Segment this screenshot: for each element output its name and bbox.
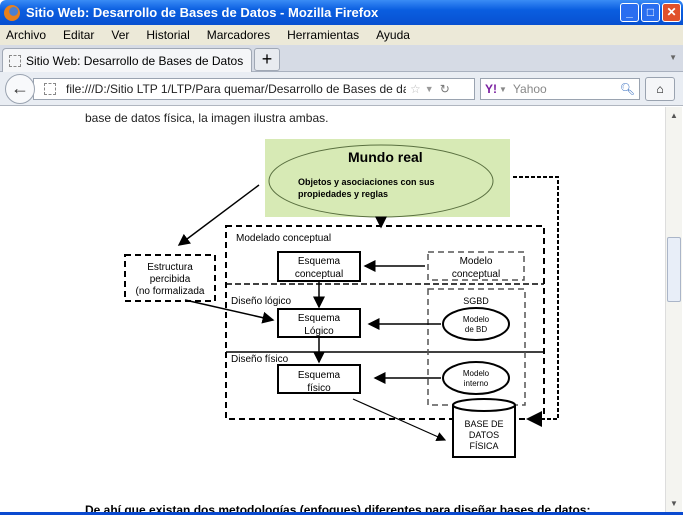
search-placeholder: Yahoo [512,82,547,96]
maximize-button[interactable]: □ [641,3,660,22]
mundo-real-label: Mundo real [348,149,423,165]
firefox-logo-icon [4,4,20,21]
diseno-logico-label: Diseño lógico [231,296,291,307]
tab-bar: Sitio Web: Desarrollo de Bases de Datos … [0,45,683,73]
design-process-box [225,225,545,420]
page-content: base de datos física, la imagen ilustra … [0,107,665,512]
menu-archivo[interactable]: Archivo [6,28,47,42]
esquema-fisico-box [277,364,361,394]
mundo-real-background [265,139,510,217]
back-button[interactable]: ← [5,74,35,104]
scroll-down-icon[interactable]: ▼ [670,499,678,508]
search-box[interactable]: Y!▼ Yahoo 🔍︎ [480,78,640,100]
menu-ayuda[interactable]: Ayuda [376,28,410,42]
objetos-line2: propiedades y reglas [298,189,388,199]
base-datos-cylinder [452,405,516,458]
url-bar[interactable]: file:///D:/Sitio LTP 1/LTP/Para quemar/D… [33,78,475,100]
objetos-line1: Objetos y asociaciones con sus [298,177,435,187]
search-magnifier-icon[interactable]: 🔍︎ [619,82,635,96]
menu-herramientas[interactable]: Herramientas [287,28,360,42]
title-bar: Sitio Web: Desarrollo de Bases de Datos … [0,0,683,25]
page-favicon-icon [9,55,21,67]
modelo-interno-ellipse [442,361,510,395]
yahoo-engine-icon[interactable]: Y! [485,82,497,96]
esquema-conceptual-box [277,251,361,282]
site-identity-icon[interactable] [44,83,56,95]
intro-text: base de datos física, la imagen ilustra … [85,111,329,125]
scroll-up-icon[interactable]: ▲ [670,111,678,120]
url-text: file:///D:/Sitio LTP 1/LTP/Para quemar/D… [66,82,406,96]
modelado-conceptual-label: Modelado conceptual [236,233,331,244]
close-button[interactable]: ✕ [662,3,681,22]
arrow-to-estructura [177,184,260,246]
window-title: Sitio Web: Desarrollo de Bases de Datos … [26,5,379,20]
navigation-bar: file:///D:/Sitio LTP 1/LTP/Para quemar/D… [0,72,683,106]
menu-bar: Archivo Editar Ver Historial Marcadores … [0,25,683,45]
engine-dropdown-icon[interactable]: ▼ [499,84,507,94]
sgbd-label: SGBD [463,296,489,306]
window-bottom-border [0,512,683,515]
database-design-diagram: Mundo real Objetos y asociaciones con su… [124,139,559,458]
menu-marcadores[interactable]: Marcadores [206,28,271,42]
bookmark-star-icon[interactable]: ☆ [410,82,421,96]
history-dropdown-icon[interactable]: ▼ [424,84,434,94]
diseno-fisico-label: Diseño físico [231,354,289,365]
tab-label: Sitio Web: Desarrollo de Bases de Datos [26,54,244,68]
modelo-bd-ellipse [442,307,510,341]
scrollbar-thumb[interactable] [667,237,681,302]
menu-editar[interactable]: Editar [63,28,95,42]
home-button[interactable]: ⌂ [645,77,675,101]
tab-list-chevron-icon[interactable]: ▼ [669,53,677,62]
menu-historial[interactable]: Historial [146,28,190,42]
modelo-conceptual-box [427,251,525,281]
tab-active[interactable]: Sitio Web: Desarrollo de Bases de Datos [2,48,252,73]
dashed-arrow-to-bd [513,176,559,427]
estructura-box [124,254,216,302]
reload-icon[interactable]: ↻ [439,82,450,96]
menu-ver[interactable]: Ver [111,28,130,42]
vertical-scrollbar[interactable]: ▲ ▼ [665,107,682,512]
new-tab-button[interactable]: + [254,48,280,71]
outro-text: De ahí que existan dos metodologías (enf… [85,503,591,512]
minimize-button[interactable]: _ [620,3,639,22]
